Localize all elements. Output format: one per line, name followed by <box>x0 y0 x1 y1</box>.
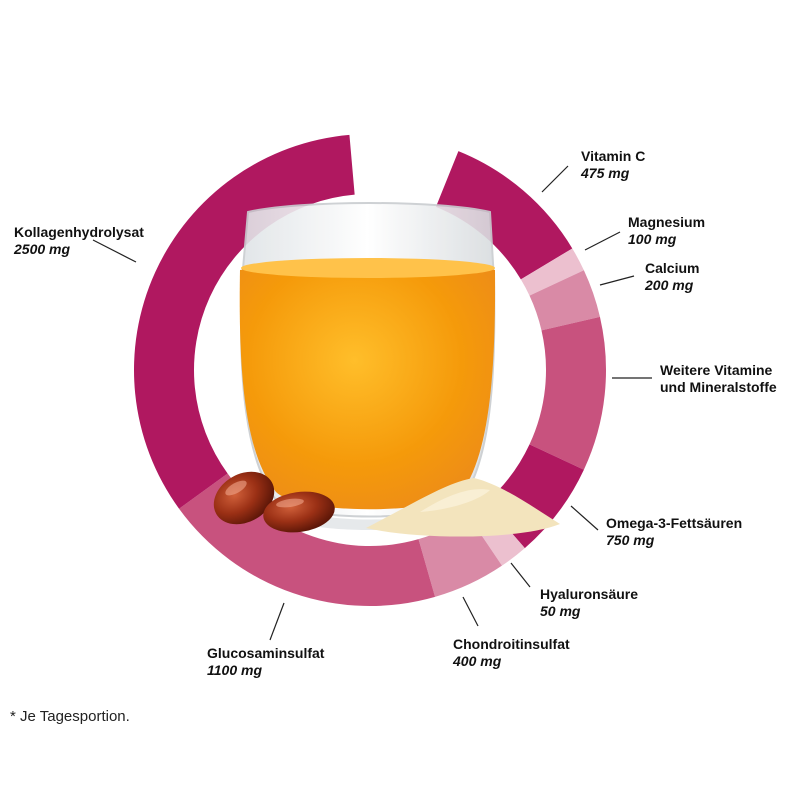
juice-glass-image <box>239 202 496 530</box>
label-magnesium: Magnesium 100 mg <box>628 214 705 248</box>
label-name: Vitamin C <box>581 148 646 164</box>
label-amount: 50 mg <box>540 603 581 619</box>
leader-kollagen <box>92 239 137 263</box>
powder-image <box>366 478 560 537</box>
label-name: Omega-3-Fettsäuren <box>606 515 743 531</box>
label-amount: 400 mg <box>453 653 502 669</box>
leader-lines <box>92 165 652 641</box>
label-name: Glucosaminsulfat <box>207 645 325 661</box>
label-amount: 475 mg <box>581 165 630 181</box>
label-amount: 1100 mg <box>207 662 262 678</box>
leader-chondroitin <box>462 596 479 627</box>
capsules-image <box>213 471 335 533</box>
label-amount: 100 mg <box>628 231 677 247</box>
leader-calcium <box>599 275 635 286</box>
leader-magnesium <box>584 231 621 251</box>
ring-segment-vitamin_c <box>435 151 573 280</box>
ring-segment-magnesium <box>520 248 584 296</box>
label-name: Calcium <box>645 260 700 276</box>
label-omega: Omega-3-Fettsäuren 750 mg <box>606 515 742 549</box>
ring-segment-weitere <box>529 316 607 470</box>
label-amount: 750 mg <box>606 532 655 548</box>
label-glucosamin: Glucosaminsulfat 1100 mg <box>207 645 324 679</box>
footnote: * Je Tagesportion. <box>10 708 130 725</box>
label-name-line2: und Mineralstoffe <box>660 379 777 395</box>
ring-segment-kollagen <box>133 134 355 509</box>
label-vitamin-c: Vitamin C 475 mg <box>581 148 645 182</box>
label-calcium: Calcium 200 mg <box>645 260 699 294</box>
label-kollagen: Kollagenhydrolysat 2500 mg <box>14 224 144 258</box>
label-hyaluron: Hyaluronsäure 50 mg <box>540 586 638 620</box>
leader-omega <box>570 505 599 531</box>
label-weitere: Weitere Vitamine und Mineralstoffe <box>660 362 777 396</box>
label-name: Kollagenhydrolysat <box>14 224 144 240</box>
ring-segment-calcium <box>529 270 600 331</box>
label-amount: 2500 mg <box>14 241 71 257</box>
label-name: Magnesium <box>628 214 706 230</box>
label-name: Chondroitinsulfat <box>453 636 570 652</box>
label-name: Weitere Vitamine <box>660 362 773 378</box>
label-name: Hyaluronsäure <box>540 586 639 602</box>
label-amount: 200 mg <box>645 277 694 293</box>
leader-hyaluron <box>510 562 531 588</box>
leader-glucosamin <box>269 602 285 641</box>
leader-vitamin-c <box>541 165 569 193</box>
label-chondroitin: Chondroitinsulfat 400 mg <box>453 636 570 670</box>
